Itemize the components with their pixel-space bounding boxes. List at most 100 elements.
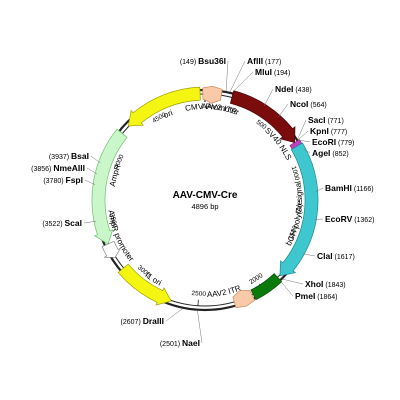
site-leader-draiii <box>165 308 183 322</box>
site-leader-agei <box>303 148 311 154</box>
site-leader-nmeaiii <box>86 167 98 175</box>
site-name: AgeI <box>312 148 330 158</box>
site-position: (3522) <box>42 221 64 228</box>
site-leader-bsu36i <box>225 60 229 92</box>
site-leader-bamhi <box>315 187 324 192</box>
site-position: (1843) <box>323 282 345 289</box>
site-position: (1864) <box>315 294 337 301</box>
site-leader-naei <box>197 310 203 344</box>
tick-label: 1500 <box>288 224 300 240</box>
site-position: (3780) <box>43 178 65 185</box>
feature-bgh-poly-a-signal[interactable] <box>250 273 283 301</box>
feature-label-cre: Cre <box>294 200 304 214</box>
site-bsu36i[interactable]: (149) Bsu36I <box>180 56 226 66</box>
site-ncoi[interactable]: NcoI (564) <box>290 99 327 109</box>
site-position: (1362) <box>352 217 374 224</box>
feature-cmv-promoter[interactable] <box>229 90 296 143</box>
site-name: EcoRI <box>312 137 336 147</box>
plasmid-center-label: AAV-CMV-Cre 4896 bp <box>173 190 238 211</box>
site-position: (1166) <box>352 186 374 193</box>
site-bamhi[interactable]: BamHI (1166) <box>325 183 374 193</box>
feature-f1-ori[interactable] <box>117 263 172 306</box>
site-position: (149) <box>180 59 198 66</box>
site-position: (777) <box>329 129 347 136</box>
site-position: (771) <box>326 118 344 125</box>
site-mlui[interactable]: MluI (194) <box>255 67 290 77</box>
site-name: SacI <box>308 115 326 125</box>
restriction-sites: (149) Bsu36I AflII (177)MluI (194) NdeI (4… <box>31 56 374 348</box>
site-clai[interactable]: ClaI (1617) <box>317 251 355 261</box>
site-name: KpnI <box>310 126 329 136</box>
site-position: (3937) <box>49 154 71 161</box>
site-position: (2607) <box>121 319 143 326</box>
site-position: (1617) <box>333 254 355 261</box>
site-nmeaiii[interactable]: (3856) NmeAIII <box>31 163 85 173</box>
feature-aav2-itr[interactable] <box>202 85 223 104</box>
site-leader-ncoi <box>278 103 289 117</box>
site-name: ClaI <box>317 251 333 261</box>
site-naei[interactable]: (2501) NaeI <box>160 338 200 348</box>
site-bsai[interactable]: (3937) BsaI <box>49 151 89 161</box>
site-name: XhoI <box>305 279 323 289</box>
site-leader-xhoi <box>282 278 304 285</box>
site-ndei[interactable]: NdeI (438) <box>275 84 312 94</box>
site-aflii[interactable]: AflII (177) <box>247 56 281 66</box>
site-ecorv[interactable]: EcoRV (1362) <box>325 214 374 224</box>
tick-label: 3500 <box>108 213 118 229</box>
site-scai[interactable]: (3522) ScaI <box>42 218 82 228</box>
feature-ampr[interactable] <box>91 128 128 245</box>
site-pmei[interactable]: PmeI (1864) <box>295 291 338 301</box>
site-leader-bsai <box>90 155 101 164</box>
site-name: ScaI <box>65 218 83 228</box>
site-name: BsaI <box>71 151 89 161</box>
site-leader-scai <box>83 220 97 224</box>
feature-aav2-itr[interactable] <box>232 290 256 309</box>
feature-ori[interactable] <box>127 86 201 127</box>
site-name: NaeI <box>182 338 200 348</box>
site-position: (2501) <box>160 341 182 348</box>
site-position: (852) <box>330 151 348 158</box>
site-name: MluI <box>255 67 272 77</box>
site-leader-mlui <box>232 71 254 93</box>
site-leader-ecorv <box>314 218 324 220</box>
site-draiii[interactable]: (2607) DraIII <box>121 316 164 326</box>
plasmid-name: AAV-CMV-Cre <box>173 190 238 201</box>
site-position: (3856) <box>31 166 53 173</box>
site-leader-ecori <box>298 139 311 143</box>
site-ecori[interactable]: EcoRI (779) <box>312 137 354 147</box>
site-kpni[interactable]: KpnI (777) <box>310 126 347 136</box>
feature-arrows <box>91 85 319 309</box>
site-name: Bsu36I <box>198 56 226 66</box>
site-position: (779) <box>336 140 354 147</box>
site-agei[interactable]: AgeI (852) <box>312 148 349 158</box>
site-leader-aflii <box>229 60 246 92</box>
site-position: (564) <box>308 102 326 109</box>
site-name: NdeI <box>275 84 293 94</box>
feature-cre[interactable] <box>279 142 319 277</box>
tick-label: 1000 <box>290 165 301 181</box>
site-name: FspI <box>66 175 83 185</box>
feature-label-text: Cre <box>294 200 304 214</box>
tick-label: 2500 <box>191 290 206 298</box>
site-name: NmeAIII <box>53 163 85 173</box>
site-leader-saci <box>297 119 307 140</box>
site-leader-ndei <box>263 88 274 107</box>
site-name: PmeI <box>295 291 315 301</box>
site-name: AflII <box>247 56 263 66</box>
site-leader-fspi <box>84 179 96 185</box>
site-position: (177) <box>263 59 281 66</box>
site-leader-pmei <box>280 281 294 297</box>
site-name: NcoI <box>290 99 308 109</box>
site-leader-kpni <box>298 130 309 140</box>
site-name: BamHI <box>325 183 352 193</box>
site-xhoi[interactable]: XhoI (1843) <box>305 279 346 289</box>
site-name: DraIII <box>143 316 164 326</box>
site-leader-clai <box>302 253 316 257</box>
site-position: (438) <box>293 87 311 94</box>
plasmid-size: 4896 bp <box>191 202 218 211</box>
site-fspi[interactable]: (3780) FspI <box>43 175 83 185</box>
site-position: (194) <box>272 70 290 77</box>
site-saci[interactable]: SacI (771) <box>308 115 344 125</box>
site-name: EcoRV <box>325 214 353 224</box>
